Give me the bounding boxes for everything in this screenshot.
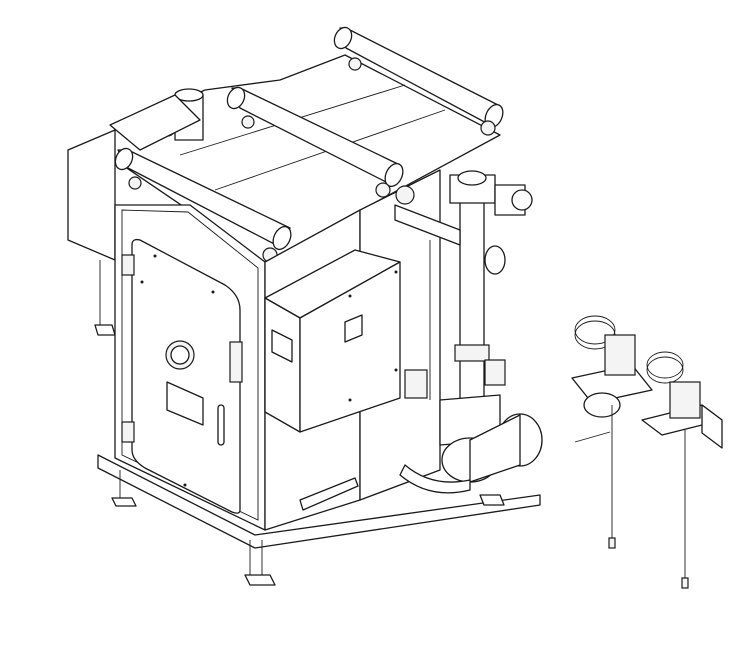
vertical-pipe — [394, 170, 533, 406]
front-door[interactable] — [121, 238, 243, 514]
floor-grate — [299, 477, 359, 511]
vent-stub — [109, 88, 204, 151]
door-handle[interactable] — [217, 404, 225, 446]
hinge-top-icon — [121, 254, 135, 276]
door-label-plate — [166, 381, 204, 426]
door-latch-icon — [229, 341, 243, 383]
hinge-bottom-icon — [121, 421, 135, 443]
base-frame — [97, 454, 541, 586]
pump — [399, 359, 543, 494]
control-window — [344, 314, 363, 343]
control-box — [264, 249, 401, 433]
accessory-unit-1 — [571, 315, 653, 549]
accessory-unit-2 — [641, 351, 723, 589]
top-pipes — [114, 26, 504, 263]
display-screen — [271, 329, 293, 363]
